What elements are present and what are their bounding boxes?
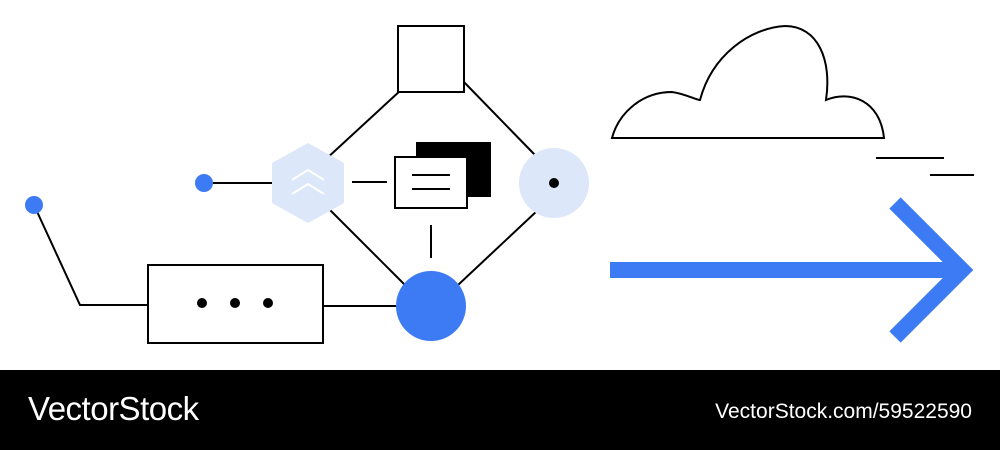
chevron-up-icon [291, 182, 325, 195]
ellipsis-icon [197, 298, 273, 308]
image-id: VectorStock.com/59522590 [715, 400, 972, 423]
document-front-icon [394, 156, 468, 209]
chevron-up-icon [291, 168, 325, 181]
network-diagram [25, 24, 974, 344]
arrow-right-icon [610, 197, 974, 343]
footer-bar: VectorStock VectorStock.com/59522590 [0, 370, 1000, 450]
blue-hub-node [396, 271, 466, 341]
endpoint-dot [195, 174, 213, 192]
brand-logo: VectorStock [28, 390, 199, 427]
endpoint-dot [25, 196, 43, 214]
speed-lines [876, 157, 974, 176]
ellipsis-box-node [147, 264, 324, 344]
top-square-node [397, 25, 465, 93]
cloud-icon [610, 24, 886, 139]
connector-lines [33, 79, 539, 307]
